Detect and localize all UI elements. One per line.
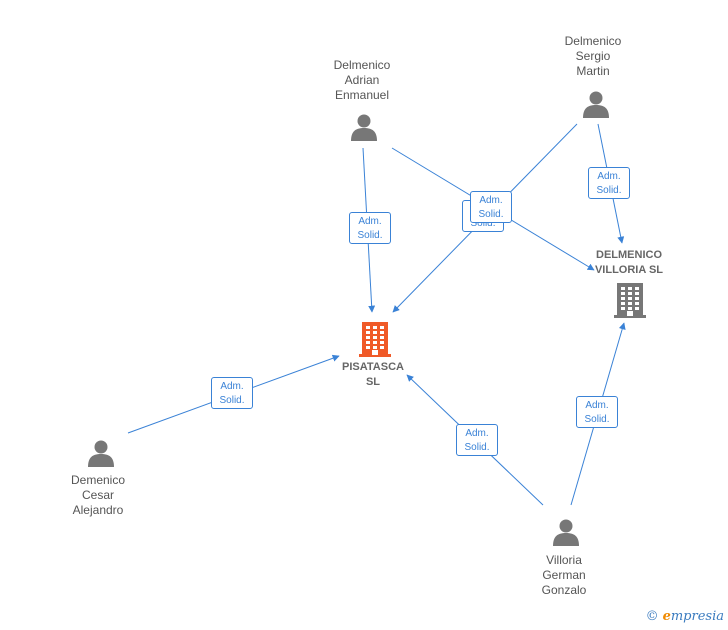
node-label-pisatasca[interactable]: PISATASCA SL: [342, 361, 404, 388]
edge-label-adrian-to-pisatasca[interactable]: Adm. Solid.: [349, 212, 391, 244]
building-icon[interactable]: [359, 321, 391, 362]
edge-label-cesar-to-pisatasca[interactable]: Adm. Solid.: [211, 377, 253, 409]
node-label-cesar[interactable]: Demenico Cesar Alejandro: [70, 473, 126, 517]
edge-label-sergio-to-delmenico_villoria[interactable]: Adm. Solid.: [588, 167, 630, 199]
person-icon[interactable]: [349, 112, 379, 147]
brand-initial: e: [662, 609, 671, 624]
person-icon[interactable]: [551, 517, 581, 552]
edge-label-sergio-to-pisatasca[interactable]: Adm. Solid.: [470, 191, 512, 223]
building-icon[interactable]: [614, 282, 646, 323]
node-label-delmenico_villoria[interactable]: DELMENICO VILLORIA SL: [594, 249, 664, 276]
edge-label-villoria-to-pisatasca[interactable]: Adm. Solid.: [456, 424, 498, 456]
edge-label-villoria-to-delmenico_villoria[interactable]: Adm. Solid.: [576, 396, 618, 428]
person-icon[interactable]: [581, 89, 611, 124]
node-label-villoria[interactable]: Villoria German Gonzalo: [541, 553, 587, 597]
node-label-sergio[interactable]: Delmenico Sergio Martin: [564, 34, 622, 78]
empresia-watermark: ©empresia: [646, 609, 724, 624]
node-label-adrian[interactable]: Delmenico Adrian Enmanuel: [333, 58, 391, 102]
brand-name: mpresia: [670, 609, 724, 624]
copyright-symbol: ©: [645, 609, 659, 624]
person-icon[interactable]: [86, 438, 116, 473]
